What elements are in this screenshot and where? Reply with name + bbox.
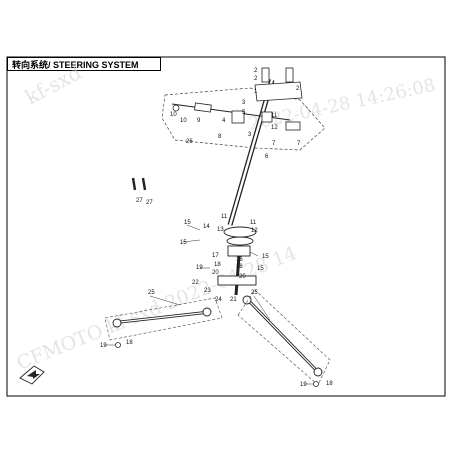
group-outline-right-rod — [237, 289, 331, 386]
callout-13: 13 — [217, 227, 224, 233]
callout-18b: 18 — [236, 264, 243, 270]
callout-16: 16 — [236, 257, 243, 263]
tie-rod-end-left-inner — [202, 307, 212, 317]
callout-21: 21 — [230, 297, 237, 303]
nut-right — [313, 381, 319, 387]
steering-shaft-inner — [228, 79, 274, 226]
callout-18a: 18 — [214, 262, 221, 268]
upper-block — [231, 110, 245, 124]
callout-20b: 20 — [239, 274, 246, 280]
callout-19b: 19 — [100, 343, 107, 349]
callout-25b: 25 — [251, 290, 258, 296]
callout-15a: 15 — [184, 220, 191, 226]
upper-bracket — [254, 81, 303, 102]
leader-lines — [104, 224, 313, 385]
lower-shaft — [234, 255, 241, 296]
pin-left — [131, 177, 137, 191]
callout-7a: 7 — [272, 141, 276, 147]
callout-3a: 3 — [242, 100, 246, 106]
upper-bushing — [285, 121, 301, 131]
pitman-arm — [217, 275, 257, 286]
callout-14: 14 — [203, 224, 210, 230]
callout-24: 24 — [215, 297, 222, 303]
nut-left — [115, 342, 121, 348]
tie-rod-right-inner — [247, 299, 319, 373]
tie-rod-left-inner — [119, 311, 211, 323]
callout-27b: 27 — [146, 200, 153, 206]
callout-5: 5 — [242, 110, 246, 116]
callout-27a: 27 — [136, 198, 143, 204]
bolt-top-left — [261, 67, 270, 83]
callout-15d: 15 — [257, 266, 264, 272]
callout-2c: 2 — [296, 86, 300, 92]
callout-10a: 10 — [170, 112, 177, 118]
callout-2b: 2 — [254, 76, 258, 82]
callout-6: 6 — [265, 154, 269, 160]
callout-7b: 7 — [297, 141, 301, 147]
callout-20a: 20 — [212, 270, 219, 276]
callout-4: 4 — [222, 118, 226, 124]
tie-rod-end-right — [313, 367, 323, 377]
callout-19c: 19 — [300, 382, 307, 388]
tie-rod-end-left — [112, 318, 122, 328]
callout-11b: 11 — [221, 214, 228, 220]
callout-26: 26 — [186, 139, 193, 145]
callout-17: 17 — [212, 253, 219, 259]
group-outline-left-rod — [104, 297, 223, 341]
upper-nut — [172, 104, 180, 112]
callout-2a: 2 — [254, 68, 258, 74]
watermark-1: kf-sxd — [21, 60, 85, 109]
bearing-ring — [226, 236, 254, 246]
callout-3b: 3 — [248, 132, 252, 138]
callout-8: 8 — [218, 134, 222, 140]
upper-cap — [261, 111, 273, 123]
upper-clamp-left — [194, 102, 212, 113]
callout-12: 12 — [271, 125, 278, 131]
callout-11: 11 — [271, 113, 278, 119]
lower-housing — [227, 245, 251, 257]
callout-layer: 1 2 2 2 3 4 5 3 6 7 7 8 9 10 10 11 12 26… — [100, 68, 333, 388]
callout-12b: 12 — [251, 228, 258, 234]
callout-23: 23 — [204, 288, 211, 294]
callout-1: 1 — [254, 89, 258, 95]
callout-11c: 11 — [250, 220, 257, 226]
callout-10b: 10 — [180, 118, 187, 124]
callout-15c: 15 — [262, 254, 269, 260]
pin-right — [141, 177, 147, 191]
bolt-top-right — [285, 67, 294, 83]
callout-19a: 19 — [196, 265, 203, 271]
callout-22: 22 — [192, 280, 199, 286]
callout-18c: 18 — [126, 340, 133, 346]
outer-border — [6, 56, 446, 397]
tie-rod-end-right-inner — [242, 295, 252, 305]
arrow-box-icon — [19, 365, 45, 385]
callout-25a: 25 — [148, 290, 155, 296]
callout-9: 9 — [197, 118, 201, 124]
callout-15b: 15 — [180, 240, 187, 246]
callout-18d: 18 — [326, 381, 333, 387]
